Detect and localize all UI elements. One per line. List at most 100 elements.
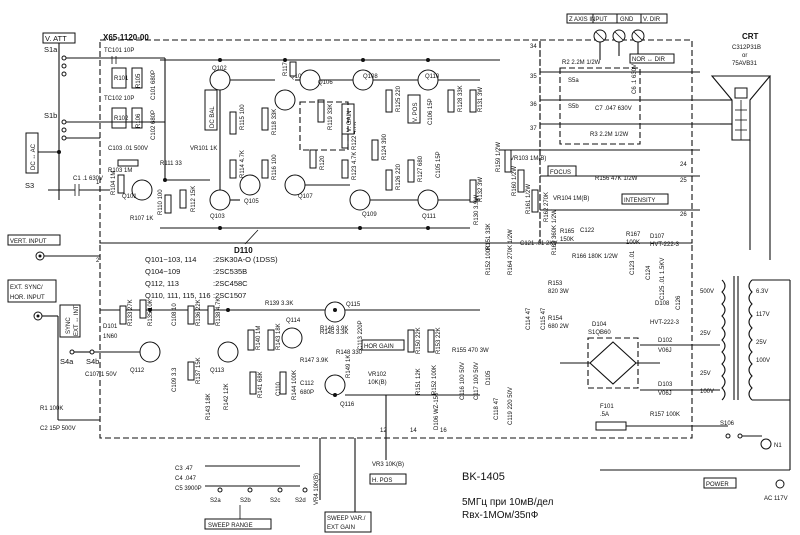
svg-text:R156 47K 1/2W: R156 47K 1/2W	[595, 176, 638, 182]
svg-text:1N60: 1N60	[103, 334, 118, 340]
model-info: BK-1405 5МГц при 10мВ/дел Rвх-1МОм/35пФ	[462, 471, 554, 521]
svg-text:R153 22K: R153 22K	[436, 327, 442, 354]
svg-text:R164 270K 1/2W: R164 270K 1/2W	[508, 229, 514, 275]
svg-text:R2 2.2M 1/2W: R2 2.2M 1/2W	[562, 60, 601, 66]
spec-line-2: Rвх-1МОм/35пФ	[462, 510, 539, 521]
sync-switch: SYNC EXT ↔ INT S4a S4b R1 100K C2 15P 50…	[40, 304, 120, 432]
svg-text:C122: C122	[580, 228, 595, 234]
svg-text:37: 37	[530, 126, 537, 132]
svg-text:D103: D103	[658, 382, 673, 388]
svg-text:C109 3.3: C109 3.3	[172, 367, 178, 392]
svg-text:C113 220P: C113 220P	[358, 320, 364, 350]
svg-text:R160 1/2W: R160 1/2W	[512, 166, 518, 196]
svg-text:R131 3W: R131 3W	[478, 87, 484, 112]
svg-text:R126 220: R126 220	[396, 163, 402, 190]
svg-text:R123 4.7K: R123 4.7K	[352, 152, 358, 180]
dc-ac-switch: DC ↔ AC S3 C1 .1 630V	[25, 132, 110, 196]
svg-text:R135 10K: R135 10K	[148, 299, 154, 326]
svg-text:R139 3.3K: R139 3.3K	[265, 301, 293, 307]
svg-text:Q112: Q112	[130, 368, 145, 374]
svg-text:R106: R106	[136, 113, 142, 128]
svg-text:S106: S106	[720, 421, 735, 427]
svg-text:D105: D105	[486, 370, 492, 385]
sweep-range-switch: C3 .47 C4 .047 C5 3900P S2a S2b S2c S2d …	[175, 465, 308, 530]
svg-text:R112 15K: R112 15K	[191, 186, 197, 212]
svg-text:C107 1 50V: C107 1 50V	[85, 372, 117, 378]
svg-text:C7 .047 630V: C7 .047 630V	[595, 106, 632, 112]
svg-text:D107: D107	[650, 234, 665, 240]
semiconductor-table: D110 Q101~103, 114 :2SK30A-O (1DSS) Q104…	[145, 229, 278, 300]
svg-text:AC 117V: AC 117V	[764, 496, 788, 502]
deflection-switches: R2 2.2M 1/2W S5a S5b C7 .047 630V R3 2.2…	[540, 60, 720, 145]
svg-text:S1b: S1b	[44, 111, 57, 120]
attenuator-network: TC101 10P R101 R105 TC102 10P R102 R106 …	[100, 48, 166, 195]
svg-text:R133 27K: R133 27K	[128, 299, 134, 326]
svg-text:36: 36	[530, 102, 537, 108]
svg-text:R122 4.7K: R122 4.7K	[352, 122, 358, 150]
svg-text:S3: S3	[25, 181, 34, 190]
svg-text:EXT GAIN: EXT GAIN	[327, 525, 355, 531]
svg-text:C4 .047: C4 .047	[175, 476, 197, 482]
svg-text:TC101 10P: TC101 10P	[104, 48, 134, 54]
svg-text:150K: 150K	[560, 237, 574, 243]
svg-text:C102 680P: C102 680P	[151, 110, 157, 140]
vert-input-connector: VERT. INPUT	[7, 234, 100, 261]
svg-text:R128 33K: R128 33K	[458, 85, 464, 112]
svg-text:or: or	[742, 53, 747, 59]
svg-text:V06J: V06J	[658, 348, 672, 354]
svg-text:SWEEP VAR./: SWEEP VAR./	[327, 516, 366, 522]
svg-text:Q116: Q116	[340, 402, 355, 408]
svg-text:V. DIR: V. DIR	[643, 17, 661, 23]
sweep-var-pot: VR4 10K(B) SWEEP VAR./ EXT GAIN	[314, 438, 372, 533]
svg-text:R150 22K: R150 22K	[416, 327, 422, 354]
svg-text:CRT: CRT	[742, 32, 759, 41]
svg-text:R152 100K: R152 100K	[486, 245, 492, 275]
svg-text:HOR GAIN: HOR GAIN	[364, 344, 394, 350]
svg-text:D102: D102	[658, 338, 673, 344]
svg-text::2SC458C: :2SC458C	[213, 279, 248, 288]
model-name: BK-1405	[462, 471, 505, 483]
svg-text:V. GAIN: V. GAIN	[347, 111, 353, 132]
svg-text:R140 1M: R140 1M	[256, 326, 262, 350]
svg-text:Q111: Q111	[422, 214, 436, 220]
ext-sync-connector: EXT. SYNC/ HOR. INPUT	[7, 279, 59, 420]
svg-text:DC BAL: DC BAL	[210, 106, 216, 128]
svg-text:R127 680: R127 680	[418, 155, 424, 182]
svg-text:N1: N1	[774, 443, 782, 449]
svg-text:C114 47: C114 47	[526, 307, 532, 330]
svg-text:C126: C126	[676, 295, 682, 310]
svg-text:R165: R165	[560, 229, 575, 235]
horizontal-sweep: Q112 Q113 Q114 Q115 Q116 D101 1N60 C107 …	[85, 298, 514, 430]
svg-text:S1a: S1a	[44, 45, 58, 54]
svg-text:R103 1M: R103 1M	[108, 168, 132, 174]
v-pos-pot: V. POS	[407, 94, 421, 124]
svg-text:117V: 117V	[756, 312, 770, 318]
svg-text:R102: R102	[114, 116, 129, 122]
svg-text:Q104~109: Q104~109	[145, 267, 180, 276]
svg-text:R145 3.3K: R145 3.3K	[320, 330, 348, 336]
svg-text:25V: 25V	[700, 331, 711, 337]
svg-text:C1 .1 630V: C1 .1 630V	[73, 176, 103, 182]
svg-text:R152 100K: R152 100K	[432, 365, 438, 395]
svg-text::2SK30A-O (1DSS): :2SK30A-O (1DSS)	[213, 255, 278, 264]
connector-pins: 34 35 36 37 24 25 26 1 2 16 14 12	[96, 44, 687, 434]
svg-text:680 2W: 680 2W	[548, 324, 569, 330]
svg-text:R138 4.7K: R138 4.7K	[216, 298, 222, 326]
svg-text:VR3 10K(B): VR3 10K(B)	[372, 462, 404, 468]
svg-text:Q112, 113: Q112, 113	[145, 279, 179, 288]
svg-text:R111 33: R111 33	[160, 161, 182, 167]
hv-divider: VR103 1M(B) FOCUS R156 47K 1/2W VR104 1M…	[474, 142, 700, 310]
svg-text:R114 4.7K: R114 4.7K	[240, 150, 246, 178]
svg-text:R166 180K 1/2W: R166 180K 1/2W	[572, 254, 618, 260]
svg-text:D110: D110	[234, 246, 253, 255]
svg-text:R141 68K: R141 68K	[258, 371, 264, 398]
z-axis-terminals: Z AXIS INPUT GND V. DIR NOR ↔ DIR	[566, 13, 675, 64]
svg-text:25V: 25V	[700, 371, 711, 377]
svg-text:F101: F101	[600, 404, 614, 410]
svg-text:S2a: S2a	[210, 498, 221, 504]
svg-text:Q104: Q104	[290, 74, 305, 80]
svg-text:INTENSITY: INTENSITY	[624, 198, 655, 204]
dc-bal-pot: DC BAL VR101 1K	[190, 89, 218, 152]
svg-text:R137 15K: R137 15K	[196, 357, 202, 384]
svg-text:C116 100 50V: C116 100 50V	[460, 362, 466, 400]
